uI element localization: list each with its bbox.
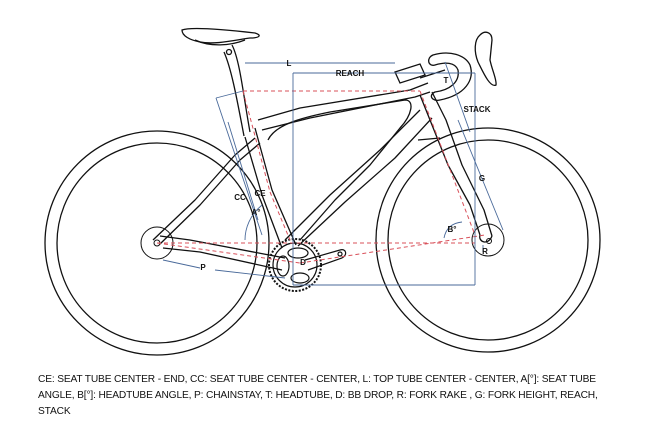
- chainring: [268, 238, 347, 292]
- saddle: [181, 27, 260, 56]
- bike-geometry-diagram: L REACH STACK T G CC CE A° B° P D R: [44, 27, 601, 356]
- label-cc: CC: [234, 193, 246, 202]
- label-d: D: [300, 258, 306, 267]
- handlebar: [394, 31, 497, 101]
- frame: [152, 44, 493, 271]
- label-t: T: [444, 76, 449, 85]
- label-L: L: [287, 59, 292, 68]
- label-stack: STACK: [464, 105, 491, 114]
- label-a-angle: A°: [252, 208, 261, 217]
- label-r: R: [482, 247, 488, 256]
- centerlines: [156, 90, 486, 264]
- dimension-lines: [162, 61, 504, 286]
- label-ce: CE: [254, 189, 266, 198]
- label-b-angle: B°: [448, 225, 457, 234]
- label-g: G: [479, 174, 485, 183]
- front-wheel: [375, 127, 601, 353]
- legend-caption: CE: SEAT TUBE CENTER - END, CC: SEAT TUB…: [38, 374, 598, 417]
- label-reach: REACH: [336, 69, 365, 78]
- label-p: P: [200, 263, 206, 272]
